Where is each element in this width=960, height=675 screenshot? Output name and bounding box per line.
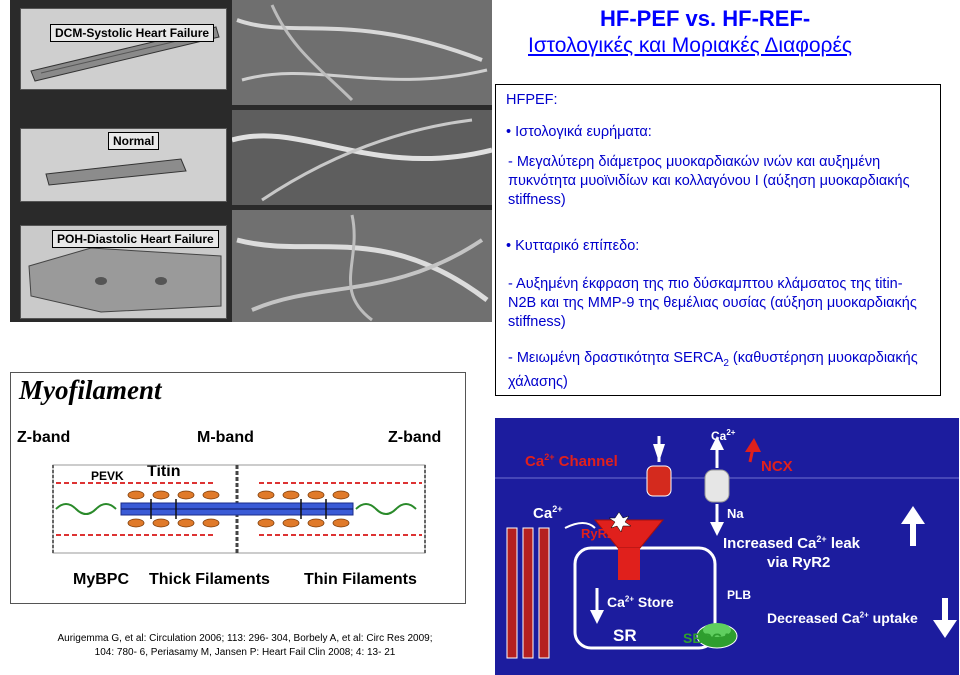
ca-store-ca: Ca bbox=[607, 594, 625, 610]
thin-filaments-label: Thin Filaments bbox=[304, 571, 417, 588]
myofilament-title: Myofilament bbox=[19, 375, 162, 405]
poh-cell-shape bbox=[28, 247, 222, 313]
calcium-diagram bbox=[495, 436, 959, 659]
label-dcm: DCM-Systolic Heart Failure bbox=[50, 24, 215, 42]
na-label: Na bbox=[727, 506, 744, 521]
citation: Aurigemma G, et al: Circulation 2006; 11… bbox=[20, 632, 470, 660]
leak-line1-post: leak bbox=[826, 535, 861, 552]
thick-filaments-label: Thick Filaments bbox=[149, 571, 270, 588]
para-titin: - Αυξημένη έκφραση της πιο δύσκαμπτου κλ… bbox=[508, 276, 917, 330]
ca-channel-sup: 2+ bbox=[544, 452, 555, 462]
ca-store-label: Ca2+ Store bbox=[607, 594, 674, 610]
uptake-label: Decreased Ca2+ uptake bbox=[767, 610, 918, 626]
label-normal: Normal bbox=[108, 132, 160, 150]
titin-label: Titin bbox=[147, 463, 181, 480]
ca-left-text: Ca bbox=[533, 505, 553, 522]
slide-subtitle: Ιστολογικές και Μοριακές Διαφορές bbox=[528, 34, 852, 57]
sr-label: SR bbox=[613, 626, 637, 645]
myofilament-panel: Myofilament Z-band M-band Z-band PEVK Ti… bbox=[10, 372, 466, 604]
hfpef-textbox: HFPEF: • Ιστολογικά ευρήματα: - Μεγαλύτε… bbox=[495, 84, 941, 396]
ca-channel-word: Channel bbox=[558, 453, 618, 470]
zband-right-label: Z-band bbox=[388, 429, 442, 446]
bullet-histology: • Ιστολογικά ευρήματα: bbox=[506, 124, 652, 140]
sarcomere-diagram bbox=[52, 464, 426, 554]
uptake-pre: Decreased Ca bbox=[767, 610, 860, 626]
citation-line2: 104: 780- 6, Periasamy M, Jansen P: Hear… bbox=[94, 647, 396, 658]
bullet-cellular: • Κυτταρικό επίπεδο: bbox=[506, 238, 640, 254]
title-line1: HF-PEF vs. HF-REF- bbox=[600, 6, 811, 31]
serca-label: SERCA bbox=[683, 630, 733, 646]
ca-left-sup: 2+ bbox=[552, 504, 563, 514]
zband-left-label: Z-band bbox=[17, 429, 71, 446]
ncx-label: NCX bbox=[761, 458, 793, 475]
ca-store-sup: 2+ bbox=[624, 594, 635, 604]
slide-title: HF-PEF vs. HF-REF- bbox=[600, 6, 960, 32]
serca-text-pre: - Μειωμένη δραστικότητα SERCA bbox=[508, 350, 724, 366]
dcm-cell-image bbox=[20, 8, 227, 90]
ca-channel-ca: Ca bbox=[525, 453, 545, 470]
bullet-cellular-label: Κυτταρικό επίπεδο: bbox=[515, 238, 640, 254]
calcium-handling-panel: Ca2+ Ca2+ Channel NCX Ca2+ Na RyR2 Incre… bbox=[495, 418, 959, 675]
ca-top-text: Ca bbox=[711, 429, 727, 443]
mband-label: M-band bbox=[197, 429, 254, 446]
bullet-histology-label: Ιστολογικά ευρήματα: bbox=[515, 124, 652, 140]
leak-line2: via RyR2 bbox=[767, 554, 831, 571]
hfpef-header: HFPEF: bbox=[506, 92, 558, 108]
dcm-cell-shape bbox=[30, 26, 220, 82]
citation-line1: Aurigemma G, et al: Circulation 2006; 11… bbox=[57, 633, 433, 644]
normal-cell-shape bbox=[45, 158, 187, 186]
uptake-post: uptake bbox=[868, 610, 918, 626]
pevk-label: PEVK bbox=[91, 469, 124, 483]
para-histology: - Μεγαλύτερη διάμετρος μυοκαρδιακών ινών… bbox=[508, 154, 910, 208]
ca-channel-label: Ca2+ Channel bbox=[525, 452, 618, 470]
label-poh: POH-Diastolic Heart Failure bbox=[52, 230, 219, 248]
ca-top-label: Ca2+ bbox=[711, 428, 735, 443]
micrograph-panel: DCM-Systolic Heart Failure Normal POH-Di… bbox=[10, 0, 492, 322]
leak-line1: Increased Ca2+ leak bbox=[723, 534, 860, 552]
plb-label: PLB bbox=[727, 588, 751, 602]
ca-top-sup: 2+ bbox=[726, 428, 736, 437]
collagen-sem-images bbox=[232, 0, 492, 322]
leak-line1-sup: 2+ bbox=[816, 534, 827, 544]
ca-store-word: Store bbox=[637, 594, 674, 610]
uptake-sup: 2+ bbox=[859, 610, 869, 620]
ca-left-label: Ca2+ bbox=[533, 504, 562, 522]
para-serca: - Μειωμένη δραστικότητα SERCA2 (καθυστέρ… bbox=[508, 349, 934, 392]
mybpc-label: MyBPC bbox=[73, 571, 130, 588]
serca-subscript: 2 bbox=[723, 357, 729, 369]
serca-text-post: (καθυστέρηση μυοκαρδιακής χάλασης) bbox=[508, 350, 918, 390]
ryr2-label: RyR2 bbox=[581, 526, 615, 541]
leak-line1-pre: Increased Ca bbox=[723, 535, 817, 552]
